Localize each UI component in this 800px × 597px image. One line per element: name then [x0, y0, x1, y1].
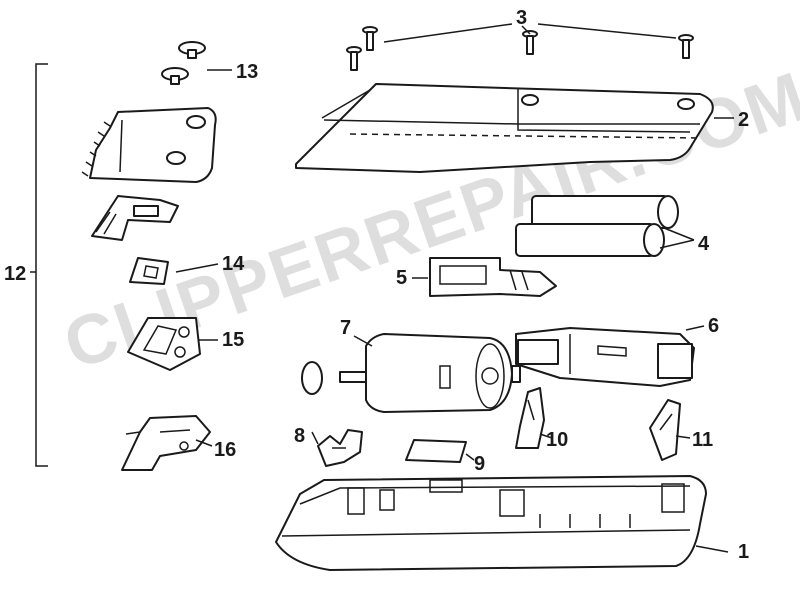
label-13: 13 — [236, 61, 258, 83]
switch-button — [649, 399, 681, 461]
spring-clip — [317, 429, 363, 467]
label-16: 16 — [214, 439, 236, 461]
battery-contact — [429, 257, 557, 297]
batteries — [515, 195, 679, 257]
label-10: 10 — [546, 429, 568, 451]
blade-screws — [161, 41, 206, 85]
leader-9 — [465, 453, 475, 461]
cover-screws — [346, 26, 694, 71]
leader-8 — [311, 431, 319, 445]
switch-assembly — [515, 327, 695, 387]
contact-terminal — [515, 387, 545, 449]
leader-14 — [175, 263, 219, 273]
label-9: 9 — [474, 453, 485, 475]
label-5: 5 — [396, 267, 407, 289]
leader-4 — [659, 227, 695, 249]
label-15: 15 — [222, 329, 244, 351]
leader-3 — [383, 23, 677, 43]
label-11: 11 — [692, 429, 713, 451]
top-cover — [295, 83, 714, 173]
leader-11 — [675, 435, 691, 439]
pad — [405, 439, 467, 463]
blade — [81, 107, 217, 183]
leader-7 — [353, 335, 373, 347]
blade-tension-spring — [127, 317, 201, 371]
label-12: 12 — [4, 263, 26, 285]
blade-hinge — [121, 415, 211, 471]
housing — [275, 475, 707, 571]
label-2: 2 — [738, 109, 749, 131]
bracket-12 — [35, 63, 48, 467]
leader-16 — [195, 439, 213, 447]
label-7: 7 — [340, 317, 351, 339]
leader-1 — [695, 545, 729, 553]
label-3: 3 — [516, 7, 527, 29]
label-1: 1 — [738, 541, 749, 563]
motor — [301, 333, 521, 413]
tension-spring-holder — [129, 257, 169, 285]
label-8: 8 — [294, 425, 305, 447]
label-14: 14 — [222, 253, 245, 275]
leader-10 — [539, 433, 553, 439]
cutter — [91, 195, 179, 241]
leader-6 — [685, 325, 705, 331]
label-4: 4 — [698, 233, 710, 255]
label-6: 6 — [708, 315, 719, 337]
